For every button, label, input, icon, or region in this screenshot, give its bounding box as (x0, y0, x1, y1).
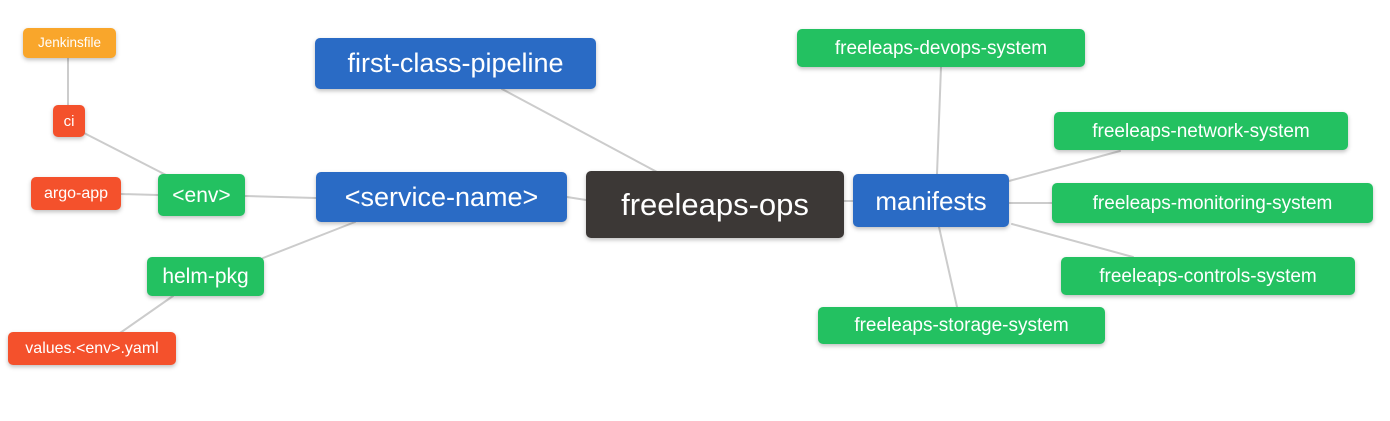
edge-manifests-network (1008, 150, 1121, 182)
node-freeleaps-monitoring-system[interactable]: freeleaps-monitoring-system (1052, 183, 1373, 223)
node-manifests[interactable]: manifests (853, 174, 1009, 227)
node-freeleaps-ops[interactable]: freeleaps-ops (586, 171, 844, 238)
edge-ci-env (83, 132, 169, 177)
edge-servicename-freeleapsops (566, 196, 587, 201)
node-helm-pkg[interactable]: helm-pkg (147, 257, 264, 296)
node-service-name[interactable]: <service-name> (316, 172, 567, 222)
edge-env-servicename (244, 195, 317, 199)
node-env[interactable]: <env> (158, 174, 245, 216)
node-freeleaps-controls-system[interactable]: freeleaps-controls-system (1061, 257, 1355, 295)
node-ci[interactable]: ci (53, 105, 85, 137)
node-freeleaps-network-system[interactable]: freeleaps-network-system (1054, 112, 1348, 150)
node-values-env-yaml[interactable]: values.<env>.yaml (8, 332, 176, 365)
edge-manifests-devops (936, 66, 942, 175)
node-freeleaps-devops-system[interactable]: freeleaps-devops-system (797, 29, 1085, 67)
node-jenkinsfile[interactable]: Jenkinsfile (23, 28, 116, 58)
node-argo-app[interactable]: argo-app (31, 177, 121, 210)
edge-pipeline-freeleapsops (501, 88, 658, 173)
node-first-class-pipeline[interactable]: first-class-pipeline (315, 38, 596, 89)
node-freeleaps-storage-system[interactable]: freeleaps-storage-system (818, 307, 1105, 344)
edge-helmpkg-servicename (262, 221, 356, 259)
edge-manifests-controls (1011, 223, 1134, 258)
edge-argoapp-env (120, 193, 159, 196)
edge-values-helmpkg (119, 295, 174, 334)
edge-manifests-storage (938, 226, 958, 308)
